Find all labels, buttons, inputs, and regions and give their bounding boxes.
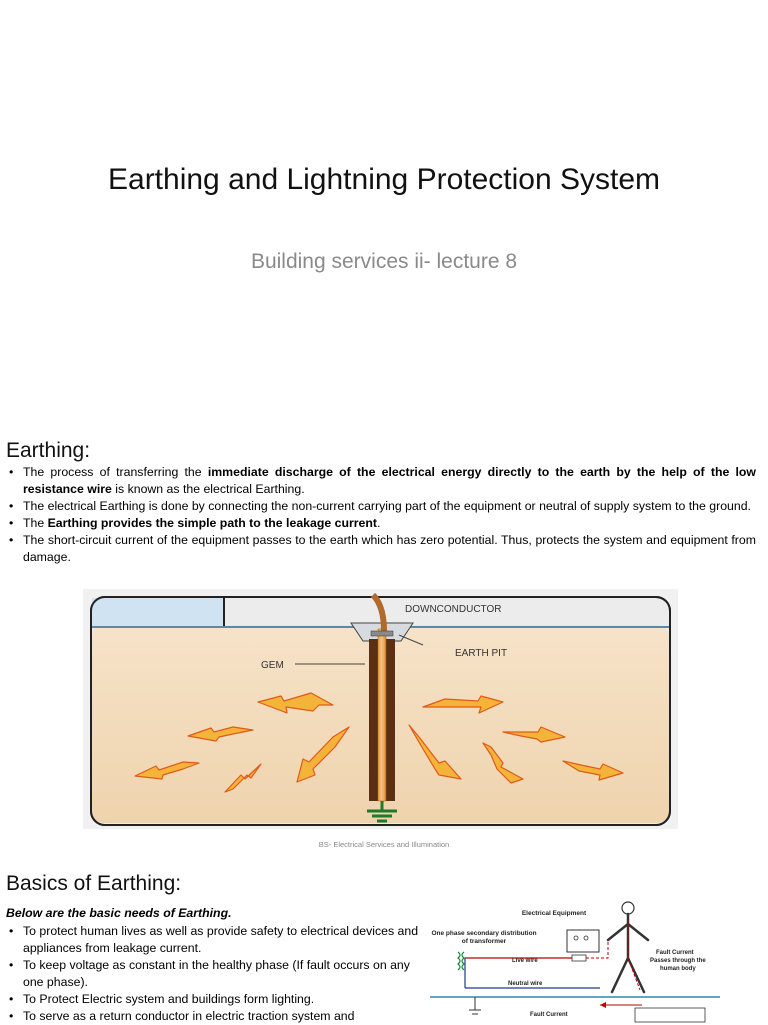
gem-label: GEM [261,660,284,671]
fault-label: Fault Current [530,1012,568,1018]
slide-footer-caption: BS- Electrical Services and Illumination [318,840,450,849]
fault-current-diagram: Electrical Equipment One phase secondary… [430,901,720,1023]
basics-subheading: Below are the basic needs of Earthing. [6,906,232,920]
earth-pit-label: EARTH PIT [455,648,507,659]
live-wire-label: Live wire [512,958,538,964]
basics-bullet: To keep voltage as constant in the healt… [6,957,424,991]
earthing-bullet: The process of transferring the immediat… [6,464,756,498]
basics-bullet-list: To protect human lives as well as provid… [6,923,424,1025]
basics-heading: Basics of Earthing: [6,872,182,895]
neutral-wire-label: Neutral wire [508,981,543,987]
discharge-arrows [134,692,624,793]
transformer-label: One phase secondary distribution of tran… [431,930,537,945]
equipment-label: Electrical Equipment [522,910,587,917]
earthing-bullet: The short-circuit current of the equipme… [6,532,756,566]
earthing-bullet: The electrical Earthing is done by conne… [6,498,756,515]
downconductor-label: DOWNCONDUCTOR [405,604,501,615]
earthing-bullet-list: The process of transferring the immediat… [6,464,756,566]
basics-bullet: To Protect Electric system and buildings… [6,991,424,1008]
slide-subtitle: Building services ii- lecture 8 [250,250,518,273]
earthing-bullet: The Earthing provides the simple path to… [6,515,756,532]
basics-bullet: To serve as a return conductor in electr… [6,1008,424,1025]
earth-pit-diagram: DOWNCONDUCTOR EARTH PIT GEM [83,589,678,829]
basics-bullet: To protect human lives as well as provid… [6,923,424,957]
earthing-heading: Earthing: [6,439,91,462]
fault-body-label: Fault Current Passes through the human b… [650,950,707,972]
slide-title: Earthing and Lightning Protection System [108,163,660,196]
